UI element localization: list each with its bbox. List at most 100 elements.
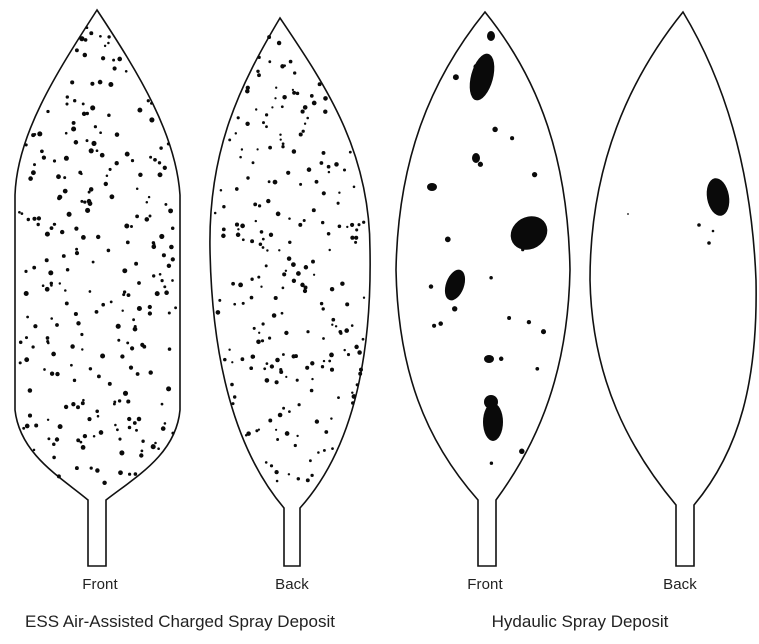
fine-droplet <box>139 453 143 457</box>
fine-droplet <box>128 426 132 430</box>
fine-droplet <box>46 336 50 340</box>
fine-droplet <box>322 151 326 155</box>
fine-droplet <box>452 306 457 311</box>
fine-droplet <box>33 163 36 166</box>
fine-droplet <box>59 282 61 284</box>
fine-droplet <box>240 224 245 229</box>
fine-droplet <box>89 290 92 293</box>
fine-droplet <box>258 332 260 334</box>
fine-droplet <box>262 238 265 241</box>
fine-droplet <box>70 344 74 348</box>
fine-droplet <box>233 303 236 306</box>
fine-droplet <box>167 142 170 145</box>
fine-droplet <box>117 57 122 62</box>
fine-droplet <box>541 329 546 334</box>
fine-droplet <box>110 301 113 304</box>
fine-droplet <box>323 96 328 101</box>
fine-droplet <box>118 470 123 475</box>
fine-droplet <box>107 114 111 118</box>
fine-droplet <box>246 176 249 179</box>
fine-droplet <box>532 172 537 177</box>
deposit-dots <box>427 31 553 465</box>
fine-droplet <box>76 438 80 442</box>
fine-droplet <box>50 317 53 320</box>
fine-droplet <box>76 321 80 325</box>
fine-droplet <box>489 276 493 280</box>
fine-droplet <box>118 399 121 402</box>
fine-droplet <box>266 199 270 203</box>
fine-droplet <box>85 208 90 213</box>
fine-droplet <box>285 431 290 436</box>
fine-droplet <box>258 428 260 430</box>
fine-droplet <box>138 173 142 177</box>
fine-droplet <box>276 480 279 483</box>
fine-droplet <box>330 417 332 419</box>
fine-droplet <box>90 105 95 110</box>
fine-droplet <box>262 246 265 249</box>
fine-droplet <box>250 278 253 281</box>
fine-droplet <box>102 481 106 485</box>
fine-droplet <box>237 228 239 230</box>
fine-droplet <box>164 290 169 295</box>
fine-droplet <box>161 403 164 406</box>
fine-droplet <box>221 234 226 239</box>
fine-droplet <box>284 331 288 335</box>
fine-droplet <box>270 364 274 368</box>
fine-droplet <box>89 367 92 370</box>
fine-droplet <box>346 226 348 228</box>
fine-droplet <box>282 142 285 145</box>
large-droplet <box>427 183 437 191</box>
fine-droplet <box>131 159 134 162</box>
fine-droplet <box>25 424 30 429</box>
fine-droplet <box>322 307 325 310</box>
fine-droplet <box>231 361 233 363</box>
fine-droplet <box>135 429 138 432</box>
fine-droplet <box>228 349 230 351</box>
fine-droplet <box>349 151 352 154</box>
fine-droplet <box>63 189 68 194</box>
fine-droplet <box>218 299 221 302</box>
fine-droplet <box>101 56 105 60</box>
fine-droplet <box>122 268 127 273</box>
fine-droplet <box>95 468 99 472</box>
fine-droplet <box>278 413 283 418</box>
fine-droplet <box>282 353 285 356</box>
fine-droplet <box>47 437 50 440</box>
fine-droplet <box>75 48 79 52</box>
fine-droplet <box>278 249 280 251</box>
fine-droplet <box>253 202 257 206</box>
fine-droplet <box>287 256 292 261</box>
fine-droplet <box>62 254 66 258</box>
fine-droplet <box>81 445 86 450</box>
fine-droplet <box>53 223 56 226</box>
fine-droplet <box>104 182 108 186</box>
fine-droplet <box>304 265 308 269</box>
fine-droplet <box>294 444 297 447</box>
large-droplet <box>487 31 495 41</box>
fine-droplet <box>257 73 261 77</box>
fine-droplet <box>109 194 114 199</box>
fine-droplet <box>108 82 113 87</box>
fine-droplet <box>153 158 157 162</box>
fine-droplet <box>117 339 120 342</box>
fine-droplet <box>73 99 76 102</box>
fine-droplet <box>82 112 86 116</box>
fine-droplet <box>275 87 277 89</box>
fine-droplet <box>310 474 313 477</box>
fine-droplet <box>84 38 88 42</box>
fine-droplet <box>216 310 221 315</box>
fine-droplet <box>83 200 86 203</box>
fine-droplet <box>162 253 166 257</box>
leaf-label-hyd-front: Front <box>425 576 545 593</box>
fine-droplet <box>347 353 350 356</box>
fine-droplet <box>137 306 142 311</box>
fine-droplet <box>158 172 163 177</box>
fine-droplet <box>70 80 74 84</box>
fine-droplet <box>51 352 56 357</box>
fine-droplet <box>309 459 312 462</box>
fine-droplet <box>307 167 312 172</box>
fine-droplet <box>282 287 285 290</box>
fine-droplet <box>37 131 42 136</box>
fine-droplet <box>164 203 167 206</box>
fine-droplet <box>112 59 115 62</box>
